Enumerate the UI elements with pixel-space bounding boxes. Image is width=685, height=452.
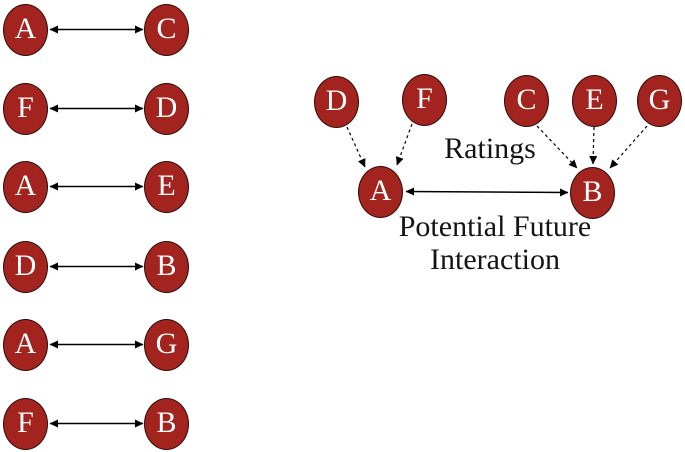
node-label: A — [14, 11, 37, 45]
node-label: B — [156, 248, 177, 282]
node-label: F — [416, 82, 433, 115]
rating-edge-e-to-b — [589, 126, 598, 165]
pair5-right-node: G — [144, 318, 189, 371]
pair1-right-node: C — [144, 3, 189, 56]
node-label: G — [155, 326, 178, 360]
rating-edge-d-to-a — [346, 126, 366, 168]
pair2-left-node: F — [3, 82, 48, 135]
pair2-right-node: D — [144, 82, 189, 135]
node-label: D — [325, 84, 348, 117]
rater-node-g: G — [637, 75, 682, 127]
interaction-label-line2: Interaction — [430, 243, 560, 276]
ratings-label: Ratings — [444, 132, 536, 165]
node-label: G — [648, 83, 671, 116]
node-label: A — [14, 168, 37, 202]
rater-node-d: D — [314, 76, 359, 128]
user-node-a: A — [358, 166, 403, 218]
pair3-left-node: A — [3, 160, 48, 213]
pair4-left-node: D — [3, 240, 48, 293]
node-label: A — [14, 326, 37, 360]
node-label: E — [157, 168, 176, 202]
pair4-right-node: B — [144, 240, 189, 293]
node-label: E — [585, 83, 604, 116]
node-label: F — [17, 90, 34, 124]
node-label: A — [369, 174, 392, 207]
interaction-label-line1: Potential Future — [398, 210, 592, 243]
potential-interaction-edge — [405, 187, 569, 197]
pair6-left-node: F — [3, 397, 48, 450]
rater-node-e: E — [572, 75, 617, 127]
rating-edge-f-to-a — [395, 123, 413, 166]
node-label: F — [17, 405, 34, 439]
pair3-right-node: E — [144, 160, 189, 213]
node-label: B — [582, 175, 603, 208]
node-label: B — [156, 405, 177, 439]
node-label: D — [14, 248, 37, 282]
rater-node-c: C — [504, 75, 549, 127]
rating-edge-c-to-b — [536, 125, 578, 169]
node-label: C — [156, 11, 177, 45]
user-node-b: B — [570, 167, 615, 219]
pair1-left-node: A — [3, 3, 48, 56]
node-label: D — [155, 90, 178, 124]
interaction-label: Potential Future Interaction — [360, 210, 630, 276]
pair5-left-node: A — [3, 318, 48, 371]
rater-node-f: F — [402, 74, 447, 126]
rating-edge-g-to-b — [609, 125, 648, 169]
node-label: C — [516, 83, 537, 116]
pair6-right-node: B — [144, 397, 189, 450]
